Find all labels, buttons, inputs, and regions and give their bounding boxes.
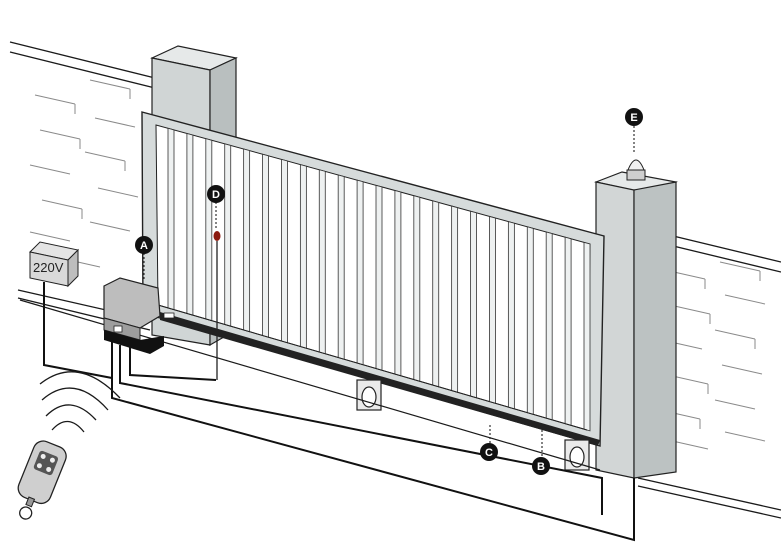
gate-bar (205, 138, 213, 322)
gate-wheel-1 (356, 379, 382, 411)
gate-bar (507, 221, 515, 410)
svg-text:E: E (630, 112, 637, 124)
gate-bar (470, 210, 477, 399)
gate-bar (526, 226, 534, 415)
cables (43, 282, 635, 542)
motor-unit (103, 277, 164, 354)
svg-text:B: B (537, 461, 545, 473)
photocell-d (213, 231, 221, 380)
remote-control-icon (17, 440, 67, 520)
label-d: D (207, 185, 225, 203)
gate-bar (262, 153, 269, 338)
gate-bar (299, 164, 307, 349)
gate-bar (564, 236, 572, 426)
svg-text:A: A (140, 240, 148, 252)
gate-bar (243, 148, 251, 333)
gate-bar (167, 127, 175, 311)
sliding-gate (141, 111, 605, 447)
power-box: 220V (28, 241, 80, 288)
gate-bars (167, 127, 591, 432)
gate-bar (356, 179, 364, 366)
gate-bar (545, 231, 553, 421)
gate-bar (394, 189, 402, 377)
left-wall (9, 41, 156, 331)
gate-bar (318, 169, 326, 355)
wireless-signal-icon (39, 371, 121, 433)
label-a: A (135, 236, 153, 254)
label-b: B (532, 457, 550, 475)
gate-bar (186, 132, 194, 316)
gate-bar (413, 195, 421, 382)
gate-bar (432, 200, 440, 388)
gate-bar (375, 184, 383, 371)
power-box-label: 220V (33, 260, 64, 275)
warning-lamp-icon (626, 159, 646, 181)
label-c: C (480, 443, 498, 461)
gate-bar (451, 205, 459, 393)
gate-bar (583, 241, 591, 432)
svg-text:D: D (212, 189, 220, 201)
svg-text:C: C (485, 447, 493, 459)
gate-bar (224, 143, 232, 327)
gate-bar (281, 158, 288, 344)
gate-bar (489, 215, 496, 404)
gear-rack (160, 312, 600, 446)
label-e: E (625, 108, 643, 126)
right-pillar (593, 171, 678, 479)
gate-bar (337, 174, 345, 360)
